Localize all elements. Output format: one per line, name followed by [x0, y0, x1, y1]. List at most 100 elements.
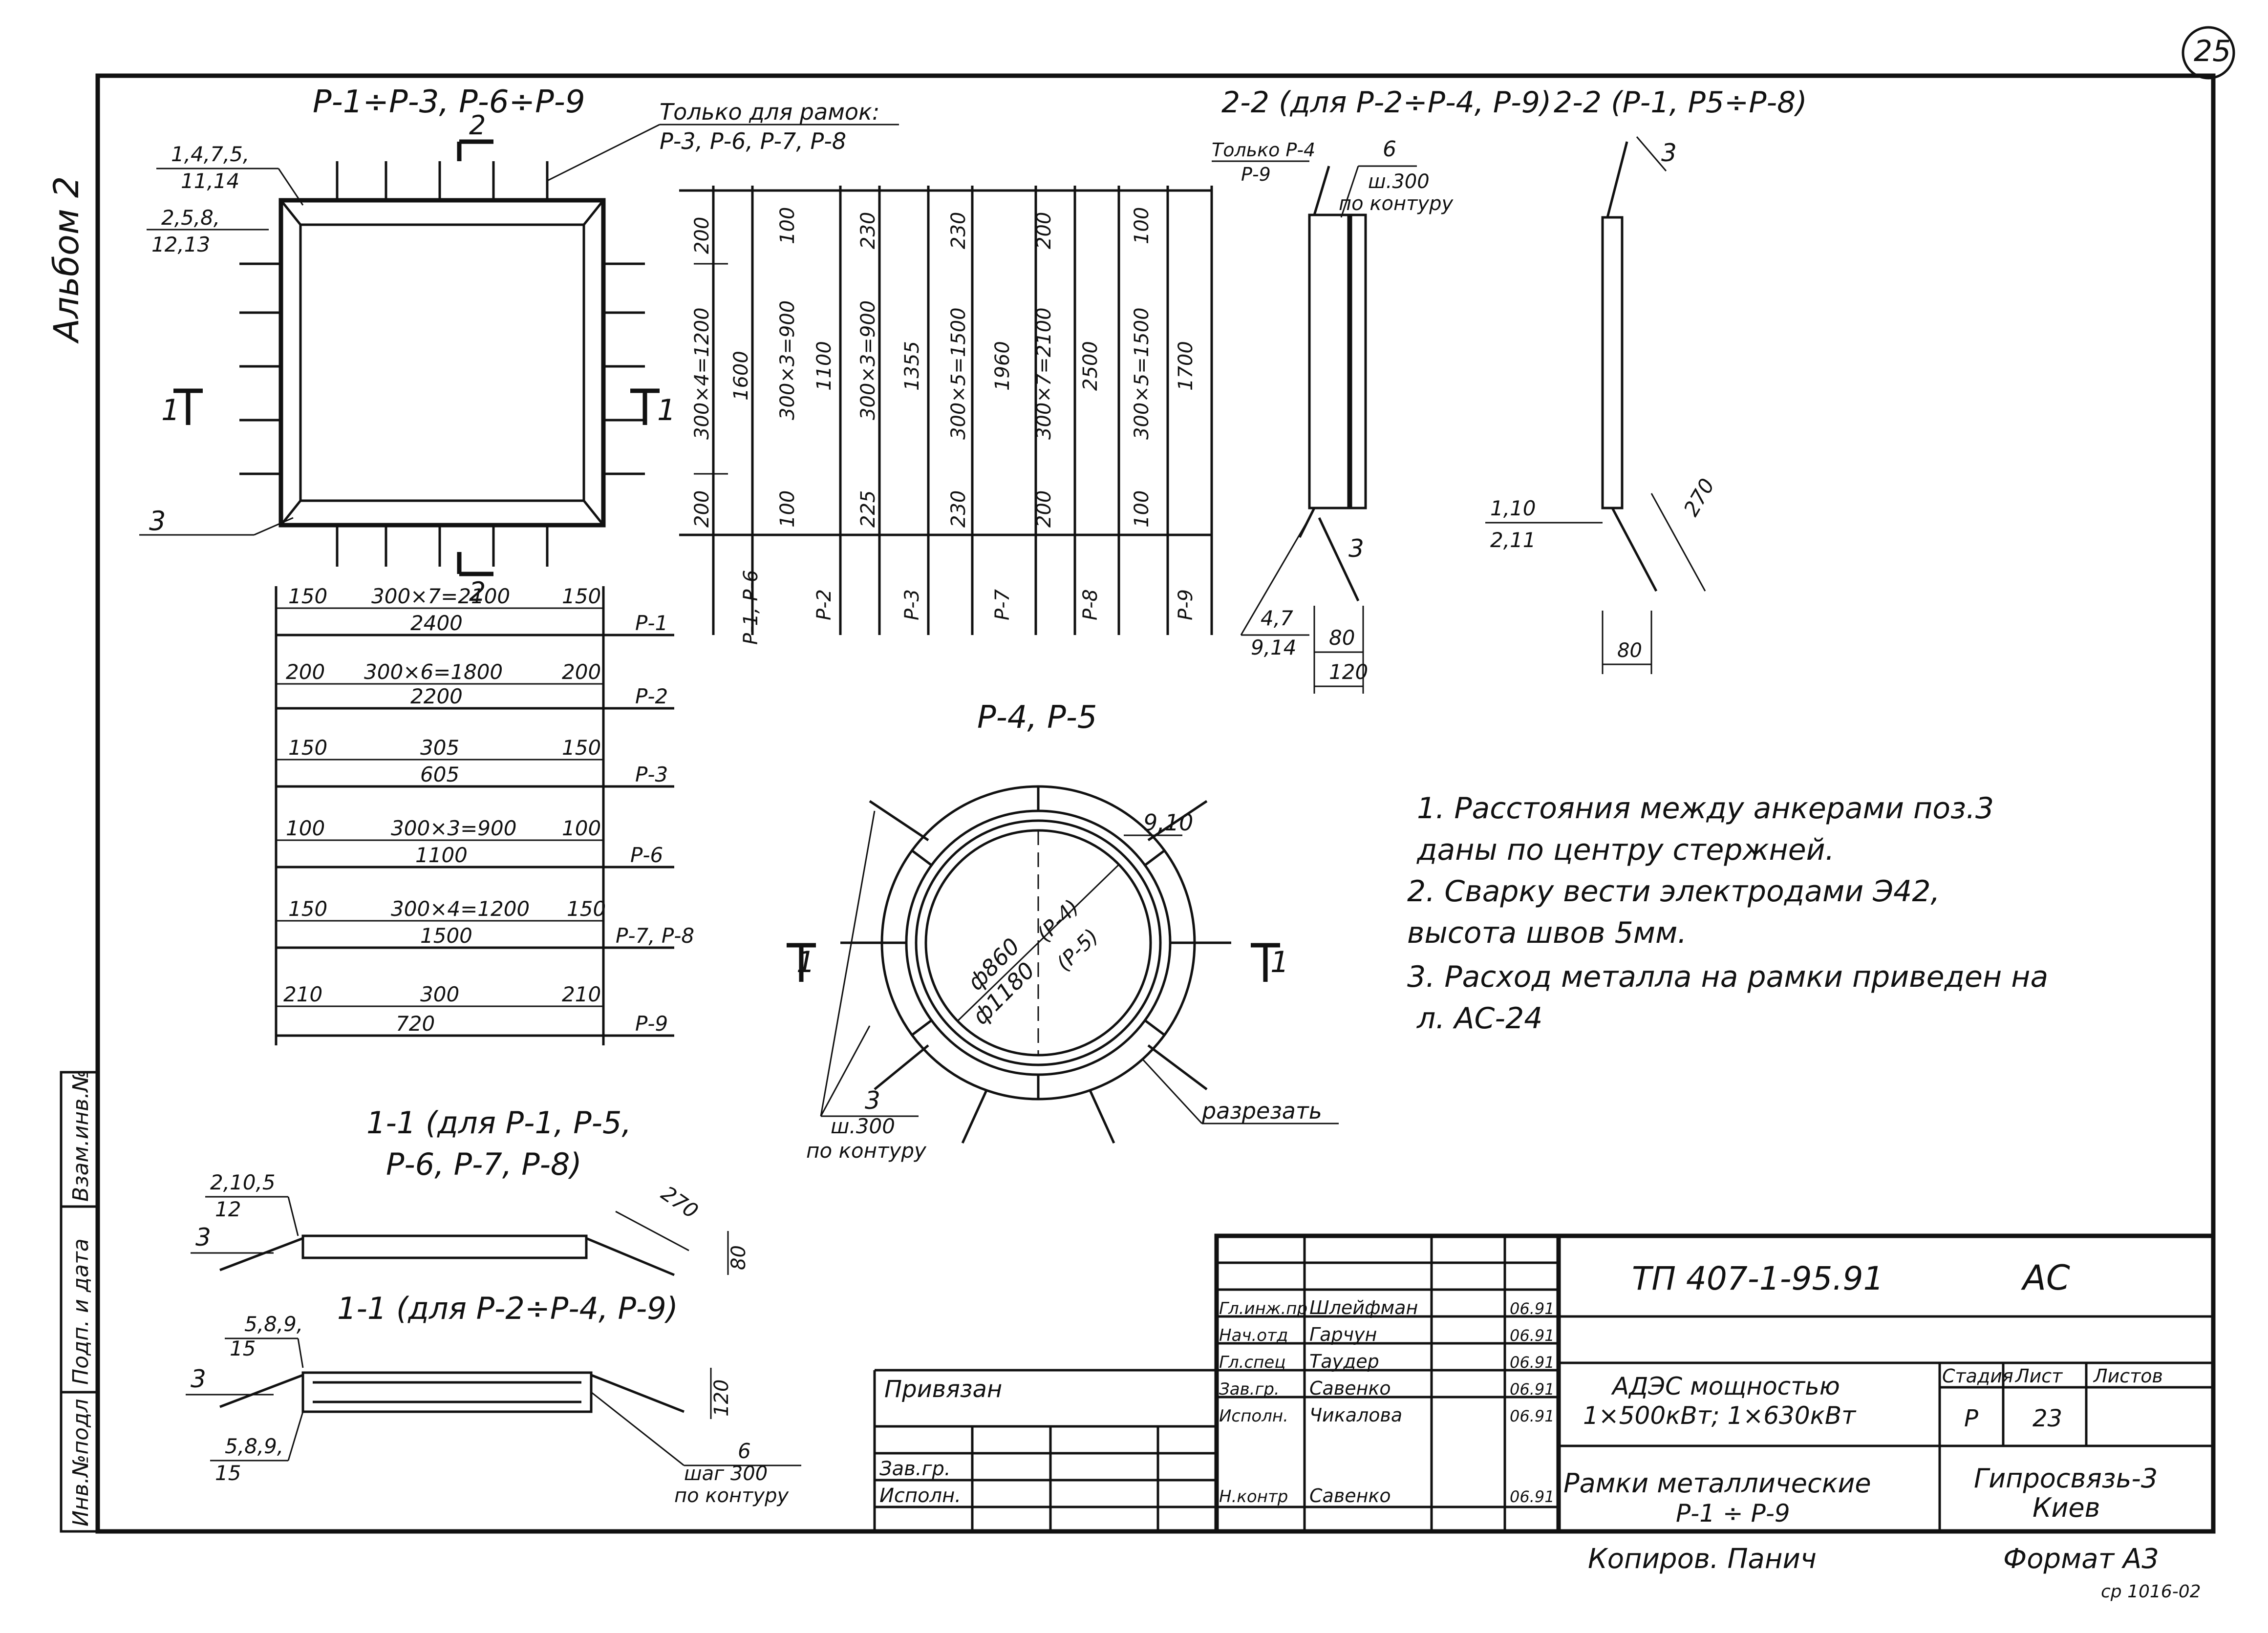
vdim-mid-3: 300×3=900 [857, 300, 879, 420]
org-line-1: Гипросвязь-3 [1974, 1463, 2158, 1494]
hdim-mid-4: 300×3=900 [391, 816, 516, 840]
section-11b-pos-b2: 15 [215, 1461, 241, 1485]
name-5: Чикалова [1309, 1404, 1402, 1426]
section-22a-pos6: 6 [1383, 137, 1396, 162]
section-22a-only1: Только Р-4 [1212, 139, 1315, 161]
section-2-bottom: 2 [469, 576, 486, 607]
attached-label: Привязан [884, 1376, 1002, 1403]
hdim-label-4: Р-6 [630, 843, 663, 867]
frame-plan-title: Р-1÷Р-3, Р-6÷Р-9 [313, 84, 585, 120]
vdim-bot-4: 230 [947, 490, 970, 528]
section-1-1-a: 1-1 (для Р-1, Р-5, Р-6, Р-7, Р-8) 2,10,5… [191, 1105, 750, 1276]
section-11b-pos-a1: 5,8,9, [244, 1312, 303, 1336]
section-1-1-b: 1-1 (для Р-2÷Р-4, Р-9) 5,8,9, 15 3 5,8,9… [186, 1291, 801, 1507]
sheet-header: Лист [2014, 1365, 2063, 1387]
section-11a-pos2: 12 [215, 1197, 241, 1221]
vdim-bot-1: 200 [691, 490, 713, 528]
ring-step1: ш.300 [831, 1114, 895, 1138]
section-22a-pos914: 9,14 [1251, 636, 1297, 659]
hdim-mid-1: 300×7=2100 [371, 584, 510, 608]
ring-anchor: 3 [865, 1086, 880, 1115]
sheet-number-circle [2182, 26, 2235, 80]
section-11b-step2: по контуру [674, 1485, 789, 1507]
hdim-label-1: Р-1 [635, 611, 668, 635]
hdim-mid-3: 305 [420, 736, 459, 760]
frame-plan-note-2: Р-3, Р-6, Р-7, Р-8 [660, 128, 846, 154]
name-4: Савенко [1309, 1378, 1391, 1399]
section-22a-pos47: 4,7 [1261, 606, 1293, 630]
name-1: Шлейфман [1309, 1297, 1418, 1318]
name-6: Савенко [1309, 1485, 1391, 1506]
section-2-top: 2 [469, 110, 486, 141]
vdim-top-1: 200 [691, 217, 713, 254]
pos-label-3: 2,5,8, [161, 206, 220, 230]
vdim-total-2: 1100 [813, 341, 835, 391]
hdim-label-3: Р-3 [635, 763, 668, 786]
ring-step2: по контуру [806, 1139, 927, 1163]
copied-by: Копиров. Панич [1588, 1543, 1817, 1575]
hdim-total-2: 2200 [410, 684, 463, 708]
pos-label-2: 11,14 [181, 169, 239, 193]
vdim-label-2: Р-2 [813, 589, 835, 620]
replace-field-label: Взам.инв.№ [68, 1069, 93, 1202]
vdim-bot-5: 200 [1033, 490, 1055, 528]
hdim-right-4: 100 [562, 816, 601, 840]
section-22a-only2: Р-9 [1241, 164, 1271, 185]
hdim-total-5: 1500 [420, 924, 472, 948]
vdim-top-5: 200 [1033, 212, 1055, 249]
ispoln-label: Исполн. [879, 1485, 961, 1507]
note-line-1: 1. Расстояния между анкерами поз.3 [1417, 791, 1994, 826]
drawing-name-2: Р-1 ÷ Р-9 [1676, 1499, 1790, 1527]
hdim-left-2: 200 [286, 660, 325, 684]
vdim-label-5: Р-8 [1079, 589, 1102, 620]
section-2-2-a: 2-2 (для Р-2÷Р-4, Р-9) Только Р-4 Р-9 6 … [1212, 85, 1551, 694]
name-3: Таудер [1309, 1351, 1379, 1372]
section-11b-pos-b1: 5,8,9, [225, 1434, 283, 1458]
stage-header: Стадия [1942, 1365, 2013, 1387]
section-11b-step1: шаг 300 [684, 1463, 768, 1485]
vdim-label-3: Р-3 [901, 589, 923, 620]
title-block: Привязан Зав.гр. Исполн. Гл.инж.пр Шлейф… [873, 1233, 2216, 1534]
pos-label-4: 12,13 [151, 233, 210, 256]
sheet-value: 23 [2033, 1405, 2062, 1432]
vdim-bot-6: 100 [1131, 490, 1153, 528]
hdim-total-1: 2400 [410, 611, 463, 635]
section-22a-d80: 80 [1329, 626, 1355, 650]
note-line-6: л. АС-24 [1416, 1001, 1542, 1036]
name-2: Гарчун [1309, 1324, 1377, 1345]
horizontal-dimension-table: 150 300×7=2100 150 2400 Р-1 200 300×6=18… [275, 584, 694, 1045]
vdim-label-4: Р-7 [991, 589, 1014, 620]
section-11a-title-2: Р-6, Р-7, Р-8) [386, 1146, 582, 1182]
date-3: 06.91 [1510, 1353, 1555, 1372]
doc-mark: АС [2021, 1258, 2070, 1298]
hdim-label-6: Р-9 [635, 1012, 668, 1036]
vdim-top-6: 100 [1131, 207, 1153, 244]
hdim-left-3: 150 [288, 736, 327, 760]
vdim-mid-4: 300×5=1500 [947, 307, 970, 440]
hdim-total-4: 1100 [415, 843, 468, 867]
section-1-left: 1 [161, 393, 180, 427]
stage-value: Р [1964, 1405, 1978, 1432]
zav-gr-label: Зав.гр. [879, 1458, 951, 1480]
project-line-2: 1×500кВт; 1×630кВт [1583, 1401, 1857, 1430]
section-2-2-b: 2-2 (Р-1, Р5÷Р-8) 3 1,10 2,11 270 80 [1485, 85, 1807, 674]
section-22b-pos211: 2,11 [1490, 528, 1536, 552]
inv-field-label: Инв.№подл [68, 1399, 93, 1527]
doc-code: ТП 407-1-95.91 [1632, 1260, 1883, 1297]
role-1: Гл.инж.пр [1219, 1299, 1307, 1318]
ring-section-right: 1 [1270, 945, 1289, 979]
archive-code: ср 1016-02 [2101, 1582, 2201, 1602]
date-4: 06.91 [1510, 1380, 1555, 1399]
section-11b-pos-a2: 15 [230, 1336, 256, 1360]
section-11a-pos1: 2,10,5 [210, 1170, 276, 1194]
role-4: Зав.гр. [1219, 1379, 1280, 1399]
role-3: Гл.спец [1219, 1353, 1285, 1372]
hdim-label-2: Р-2 [635, 684, 668, 708]
section-22b-pos3: 3 [1661, 139, 1677, 167]
hdim-left-4: 100 [286, 816, 325, 840]
date-5: 06.91 [1510, 1407, 1555, 1425]
date-2: 06.91 [1510, 1326, 1555, 1345]
section-22a-d120: 120 [1329, 660, 1368, 684]
section-22b-d80: 80 [1617, 639, 1642, 662]
